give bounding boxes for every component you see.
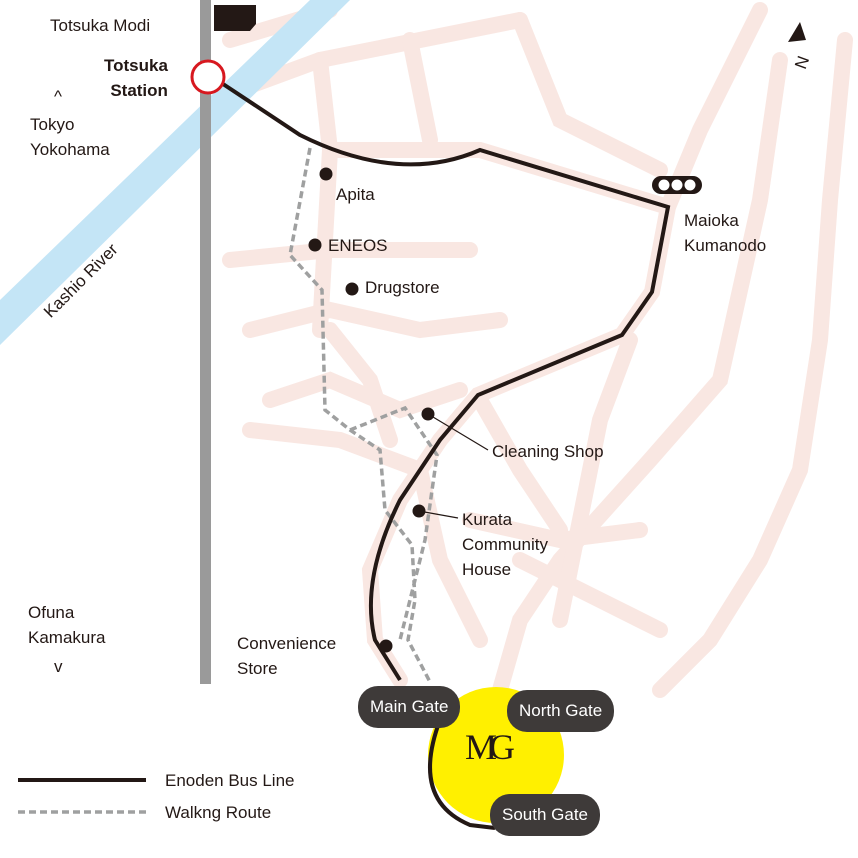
compass-north-arrow-icon <box>788 22 806 42</box>
line-2: Store <box>237 659 278 678</box>
walking-route <box>288 147 439 683</box>
line-1: Maioka <box>684 211 739 230</box>
legend-bus-label: Enoden Bus Line <box>165 771 295 790</box>
kashio-river <box>0 0 350 345</box>
line-1: Ofuna <box>28 603 75 622</box>
line-1: Convenience <box>237 634 337 653</box>
label-drugstore: Drugstore <box>365 278 440 297</box>
label-tokyo-yokohama: Tokyo Yokohama <box>30 112 110 162</box>
railway-line <box>200 0 211 684</box>
main-gate-label[interactable]: Main Gate <box>358 686 461 728</box>
label-convenience-store: Convenience Store <box>237 631 336 681</box>
station-line-2: Station <box>110 81 168 100</box>
label-totsuka-station: Totsuka Station <box>104 53 168 103</box>
line-2: Kamakura <box>28 628 106 647</box>
label-totsuka-modi: Totsuka Modi <box>50 16 151 35</box>
roads <box>217 2 853 698</box>
line-1: Tokyo <box>30 115 75 134</box>
line-2: Kumanodo <box>684 236 767 255</box>
label-eneos: ENEOS <box>328 236 388 255</box>
totsuka-modi-building <box>214 5 256 31</box>
down-arrow-icon: v <box>54 657 63 676</box>
traffic-light-icon <box>652 176 702 194</box>
label-maioka-kumanodo: Maioka Kumanodo <box>684 208 766 258</box>
totsuka-station-icon <box>190 59 226 95</box>
line-2: Yokohama <box>30 140 110 159</box>
label-apita: Apita <box>336 185 375 204</box>
mg-logo: MG <box>465 727 515 767</box>
north-gate-label[interactable]: North Gate <box>507 690 615 732</box>
label-cleaning-shop: Cleaning Shop <box>492 442 604 461</box>
label-ofuna-kamakura: Ofuna Kamakura <box>28 600 105 650</box>
label-kurata-community-house: Kurata Community House <box>462 507 548 582</box>
line-1: Kurata <box>462 510 513 529</box>
poi-markers <box>308 167 435 653</box>
up-arrow-icon: ^ <box>54 87 62 106</box>
legend-walk-label: Walkng Route <box>165 803 272 822</box>
station-line-1: Totsuka <box>104 56 168 75</box>
line-2: Community <box>462 535 548 554</box>
south-gate-label[interactable]: South Gate <box>490 794 601 836</box>
line-3: House <box>462 560 512 579</box>
enoden-bus-line <box>218 80 671 830</box>
